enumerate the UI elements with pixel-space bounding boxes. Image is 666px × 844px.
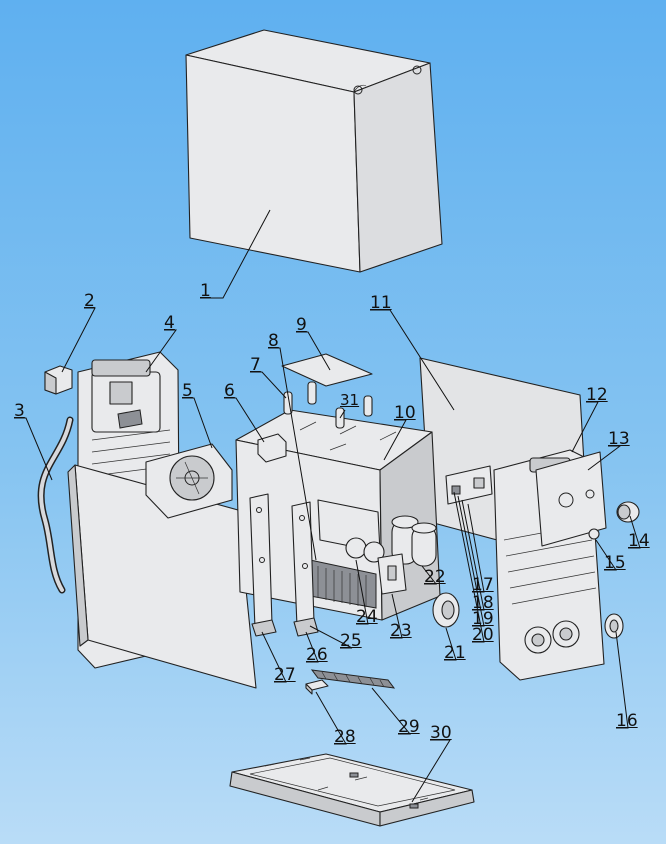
leader-lines xyxy=(14,209,641,803)
toroid-ring xyxy=(432,592,460,628)
panel-switch xyxy=(588,528,600,540)
callout-29: 29 xyxy=(398,717,420,737)
callout-4: 4 xyxy=(164,313,175,333)
vertical-bracket-25 xyxy=(291,501,319,637)
callout-31: 31 xyxy=(340,391,360,409)
callout-12: 12 xyxy=(586,385,608,405)
control-panel-plate xyxy=(535,451,607,547)
transformer xyxy=(377,553,407,595)
component-strip xyxy=(310,669,396,689)
callout-6: 6 xyxy=(224,381,235,401)
capacitors xyxy=(345,515,437,567)
callout-9: 9 xyxy=(296,315,307,335)
callout-15: 15 xyxy=(604,553,626,573)
base-plate xyxy=(229,753,475,827)
vertical-bracket-27 xyxy=(249,493,277,637)
relay-block xyxy=(257,433,287,463)
callout-23: 23 xyxy=(390,621,412,641)
top-cover xyxy=(185,29,443,273)
knob xyxy=(616,501,640,523)
callout-13: 13 xyxy=(608,429,630,449)
small-block xyxy=(305,679,329,695)
standoffs xyxy=(283,381,373,429)
cable xyxy=(37,416,74,594)
callout-19: 19 xyxy=(472,609,494,629)
control-board xyxy=(445,465,493,505)
callout-8: 8 xyxy=(268,331,279,351)
callout-2: 2 xyxy=(84,291,95,311)
callout-18: 18 xyxy=(472,593,494,613)
callout-22: 22 xyxy=(424,567,446,587)
callout-1: 1 xyxy=(200,281,211,301)
output-connector xyxy=(604,613,624,639)
circuit-board-plate xyxy=(281,353,373,387)
callout-25: 25 xyxy=(340,631,362,651)
callout-3: 3 xyxy=(14,401,25,421)
callout-26: 26 xyxy=(306,645,328,665)
callout-14: 14 xyxy=(628,531,650,551)
callout-30: 30 xyxy=(430,723,452,743)
callout-28: 28 xyxy=(334,727,356,747)
callout-17: 17 xyxy=(472,575,494,595)
switch xyxy=(44,365,73,395)
fan xyxy=(145,443,233,519)
callout-24: 24 xyxy=(356,607,378,627)
callout-21: 21 xyxy=(444,643,466,663)
callout-10: 10 xyxy=(394,403,416,423)
callout-20: 20 xyxy=(472,625,494,645)
callout-16: 16 xyxy=(616,711,638,731)
callout-27: 27 xyxy=(274,665,296,685)
callout-7: 7 xyxy=(250,355,261,375)
callout-11: 11 xyxy=(370,293,392,313)
callout-5: 5 xyxy=(182,381,193,401)
